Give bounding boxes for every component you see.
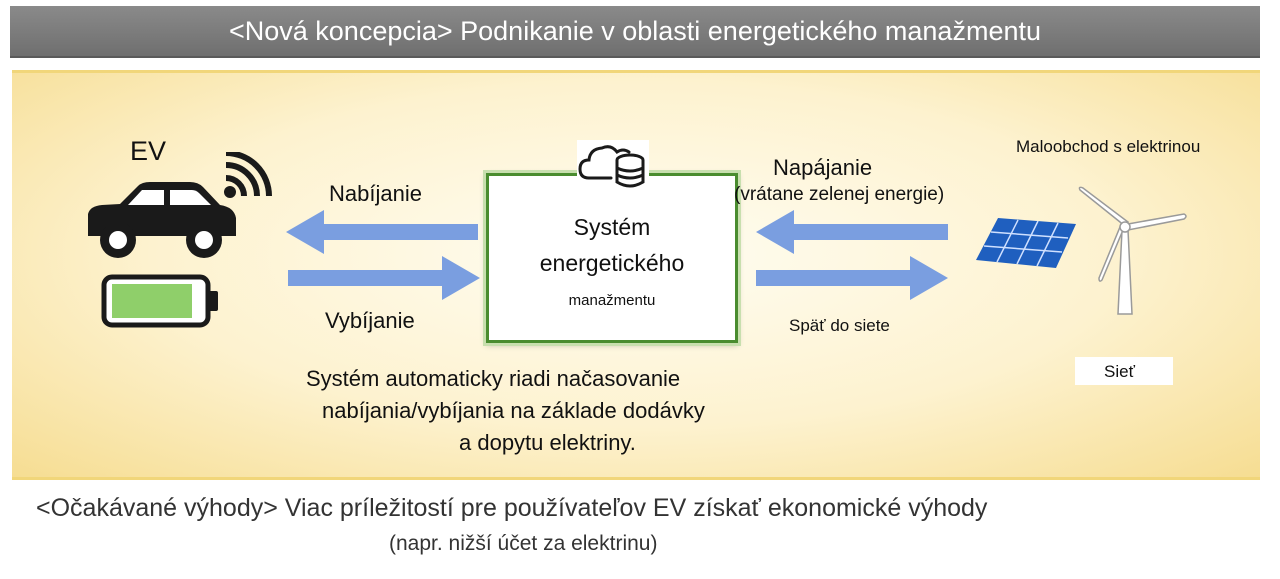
cloud-database-icon [577, 140, 649, 190]
benefits-line1: <Očakávané výhody> Viac príležitostí pre… [36, 494, 988, 522]
car-icon [88, 182, 236, 258]
supply-sublabel: (vrátane zelenej energie) [734, 184, 945, 205]
benefits-line2: (napr. nižší účet za elektrinu) [389, 532, 658, 555]
supply-label: Napájanie [773, 155, 873, 180]
ems-title-line2: energetického [539, 250, 685, 276]
charging-arrow [286, 210, 478, 254]
grid-label: Sieť [1104, 362, 1135, 381]
back-to-grid-arrow [756, 256, 948, 300]
retailer-label: Maloobchod s elektrinou [1016, 137, 1201, 156]
supply-arrow [756, 210, 948, 254]
wireless-signal-icon [224, 152, 272, 198]
wind-turbine-icon [1078, 186, 1187, 315]
ems-title-line1: Systém [573, 214, 651, 240]
ev-label: EV [130, 136, 167, 166]
ems-title-line3: manažmentu [568, 292, 656, 309]
description-line2: nabíjania/vybíjania na základe dodávky [322, 398, 705, 423]
energy-management-system-box: Systém energetického manažmentu [486, 173, 738, 343]
grid-label-box [1075, 357, 1173, 385]
page-title: <Nová koncepcia> Podnikanie v oblasti en… [10, 6, 1260, 58]
discharging-arrow [288, 256, 480, 300]
battery-level [112, 284, 192, 318]
charging-label: Nabíjanie [329, 181, 422, 206]
description-line1: Systém automaticky riadi načasovanie [306, 366, 681, 391]
solar-panel-icon [976, 218, 1076, 268]
battery-icon [101, 274, 218, 328]
discharging-label: Vybíjanie [325, 308, 415, 333]
description-line3: a dopytu elektriny. [459, 430, 636, 455]
back-to-grid-label: Späť do siete [789, 316, 890, 335]
